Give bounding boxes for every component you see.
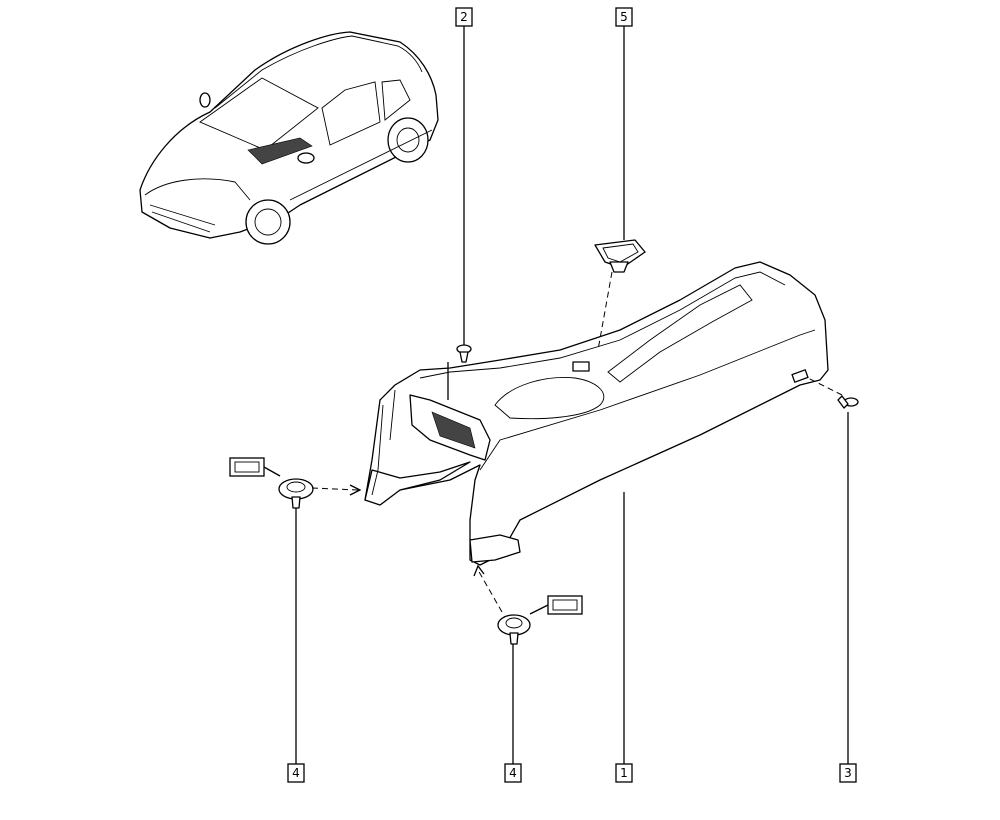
rivet-part-4-right (497, 614, 531, 645)
leader-lines (295, 26, 849, 764)
vehicle-location-icon (139, 31, 439, 245)
callout-3: 3 (839, 763, 857, 783)
callout-5: 5 (615, 7, 633, 27)
callout-4-right: 4 (504, 763, 522, 783)
callout-1: 1 (615, 763, 633, 783)
fastener-symbol-icon (529, 595, 583, 615)
callout-label: 4 (292, 766, 300, 780)
callout-label: 3 (844, 766, 852, 780)
assembly-lines (311, 271, 843, 613)
callout-label: 2 (460, 10, 468, 24)
callout-label: 4 (509, 766, 517, 780)
callout-label: 5 (620, 10, 628, 24)
callout-2: 2 (455, 7, 473, 27)
callout-label: 1 (620, 766, 628, 780)
screw-part-2 (456, 344, 472, 363)
center-console (364, 261, 829, 566)
clip-part-5 (594, 239, 646, 273)
fastener-symbol-icon (229, 457, 281, 477)
screw-part-3 (837, 395, 859, 409)
rivet-part-4-left (278, 478, 314, 509)
callout-4-left: 4 (287, 763, 305, 783)
